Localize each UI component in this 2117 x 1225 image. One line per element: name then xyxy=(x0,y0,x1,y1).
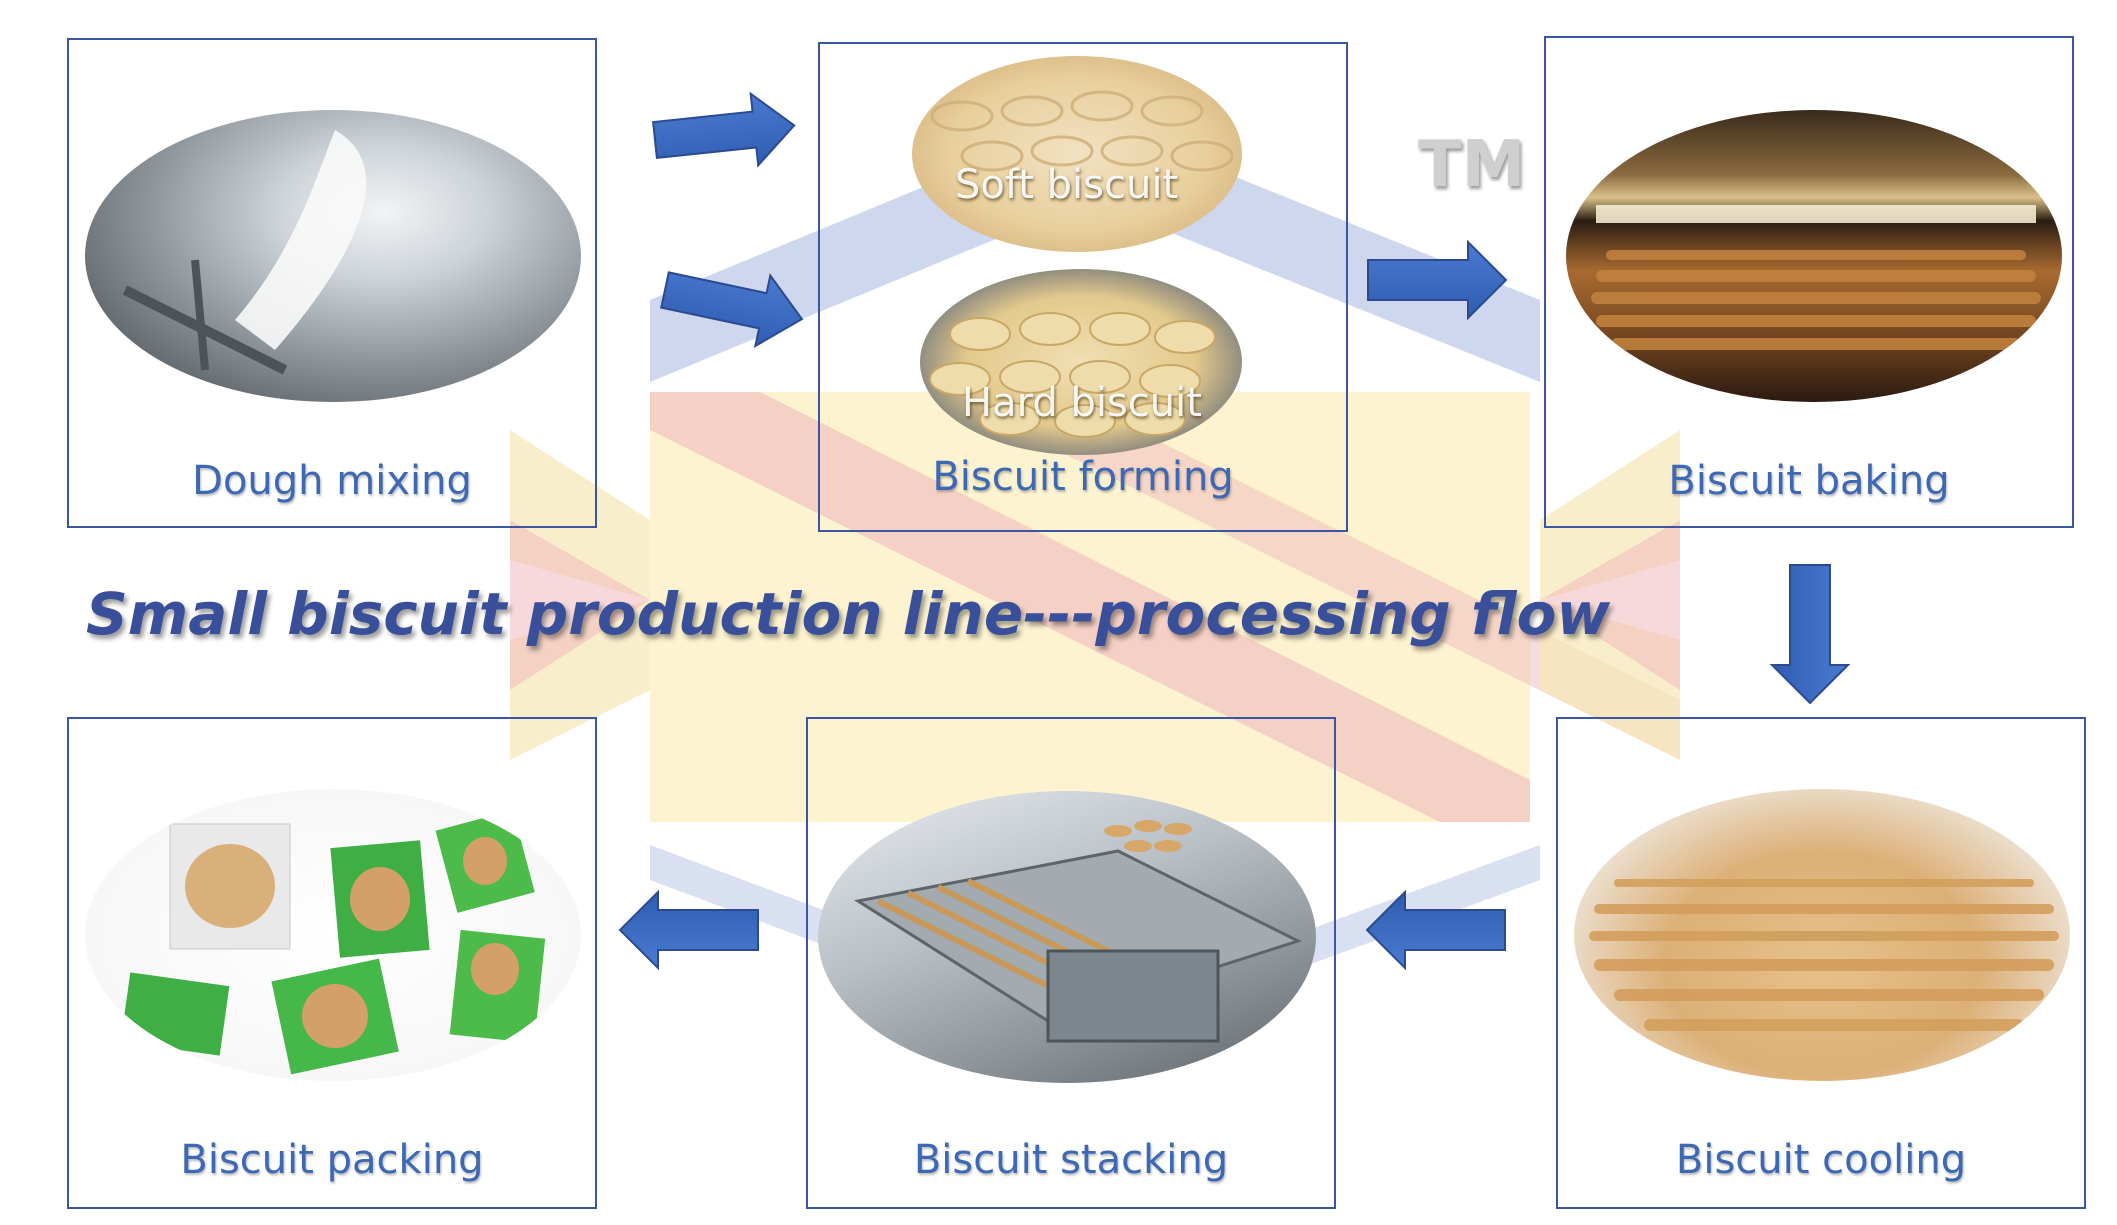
step-biscuit-stacking: Biscuit stacking xyxy=(806,717,1336,1209)
arrow-cooling-to-stacking xyxy=(1365,889,1506,971)
arrow-baking-to-cooling xyxy=(1769,564,1851,705)
step-biscuit-baking: Biscuit baking xyxy=(1544,36,2074,528)
biscuit-forming-label: Biscuit forming xyxy=(932,454,1234,500)
step-biscuit-forming: Soft biscuit Hard biscuit Biscuit formin… xyxy=(818,42,1348,532)
arrow-stacking-to-packing xyxy=(618,889,759,971)
biscuit-baking-photo xyxy=(1566,110,2062,402)
dough-mixing-label: Dough mixing xyxy=(192,458,472,504)
soft-biscuit-label: Soft biscuit xyxy=(955,162,1179,208)
biscuit-cooling-label: Biscuit cooling xyxy=(1675,1137,1967,1183)
biscuit-baking-label: Biscuit baking xyxy=(1668,458,1950,504)
biscuit-stacking-photo xyxy=(818,791,1316,1083)
arrow-forming-to-baking xyxy=(1367,239,1508,321)
biscuit-packing-label: Biscuit packing xyxy=(180,1137,484,1183)
soft-biscuit-photo xyxy=(912,56,1242,252)
biscuit-cooling-photo xyxy=(1574,789,2070,1081)
hard-biscuit-label: Hard biscuit xyxy=(962,380,1202,426)
biscuit-stacking-label: Biscuit stacking xyxy=(913,1137,1229,1183)
step-biscuit-cooling: Biscuit cooling xyxy=(1556,717,2086,1209)
dough-mixing-photo xyxy=(85,110,581,402)
arrow-mixing-to-hard xyxy=(660,271,804,348)
step-dough-mixing: Dough mixing xyxy=(67,38,597,528)
step-biscuit-packing: Biscuit packing xyxy=(67,717,597,1209)
arrow-mixing-to-soft xyxy=(652,91,796,168)
page-title: Small biscuit production line---processi… xyxy=(86,580,1611,648)
biscuit-packing-photo xyxy=(85,789,581,1081)
trademark-watermark: TM xyxy=(1418,128,1526,202)
hard-biscuit-photo xyxy=(920,269,1242,455)
